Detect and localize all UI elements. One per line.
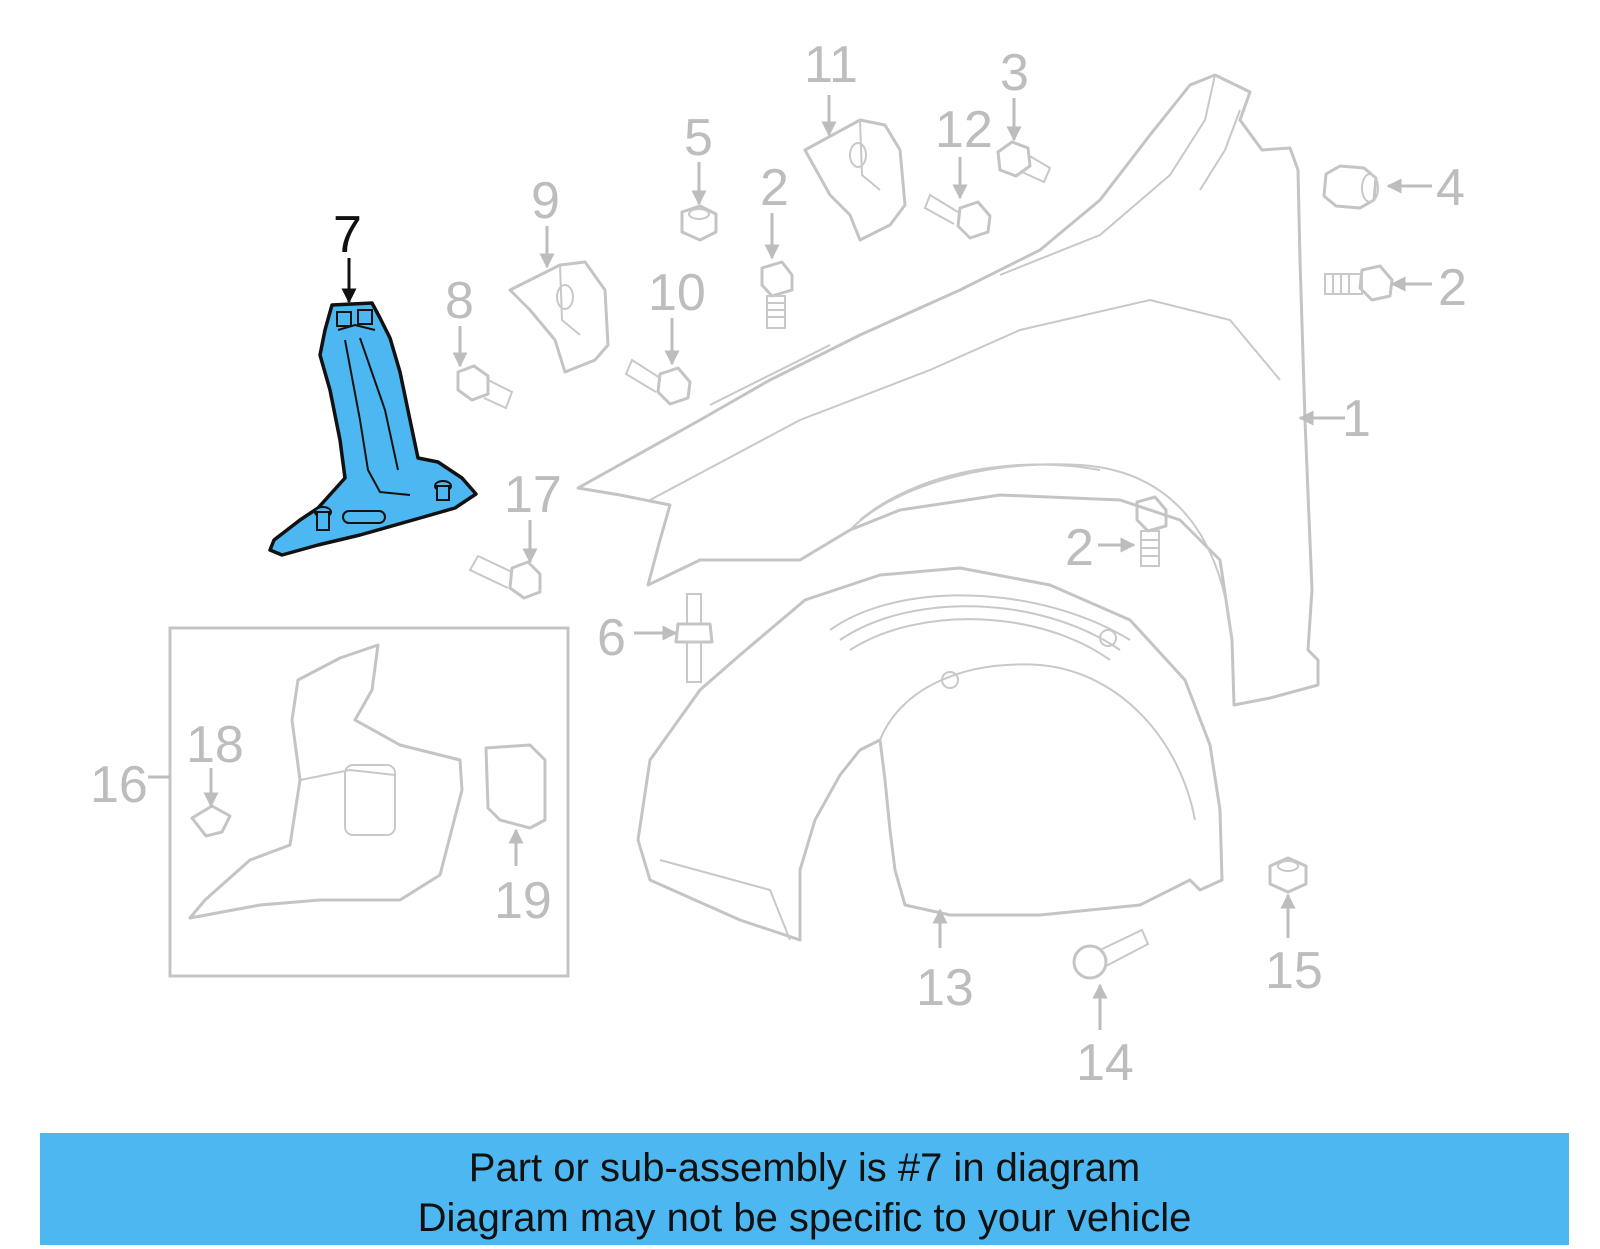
fender-part[interactable] <box>576 73 1320 707</box>
banner-line-1: Part or sub-assembly is #7 in diagram <box>468 1146 1141 1190</box>
callout-13: 13 <box>916 959 974 1017</box>
banner-line-2: Diagram may not be specific to your vehi… <box>417 1196 1192 1240</box>
callout-15: 15 <box>1265 942 1323 1000</box>
callout-17: 17 <box>504 466 562 524</box>
callout-labels: 1 2 2 2 3 4 5 6 7 8 9 10 11 12 13 14 15 … <box>90 36 1467 1092</box>
callout-6: 6 <box>597 609 626 667</box>
nut-part-15[interactable] <box>1268 856 1308 894</box>
callout-14: 14 <box>1076 1034 1134 1092</box>
callout-18: 18 <box>186 716 244 774</box>
callout-5: 5 <box>684 109 713 167</box>
callout-3: 3 <box>1000 44 1029 102</box>
callout-2-top: 2 <box>760 159 789 217</box>
sub-assembly-box-16[interactable] <box>168 626 570 978</box>
callout-4: 4 <box>1436 159 1465 217</box>
callout-2-lower: 2 <box>1065 519 1094 577</box>
callout-8: 8 <box>445 272 474 330</box>
callout-9: 9 <box>531 172 560 230</box>
info-banner: Part or sub-assembly is #7 in diagram Di… <box>40 1133 1569 1245</box>
bolt-part-2-right[interactable] <box>1324 264 1394 302</box>
bracket-part-9[interactable] <box>508 260 610 374</box>
callout-7[interactable]: 7 <box>333 206 362 264</box>
callout-10: 10 <box>648 264 706 322</box>
bolt-part-10[interactable] <box>624 358 692 406</box>
bolt-part-2-lower[interactable] <box>1135 495 1168 567</box>
bolt-part-12[interactable] <box>923 193 992 240</box>
callout-11: 11 <box>804 36 858 94</box>
leader-lines <box>148 95 1432 1030</box>
bolt-part-3[interactable] <box>996 140 1052 184</box>
callout-12: 12 <box>935 101 993 159</box>
stud-part-6[interactable] <box>674 593 714 683</box>
bolt-part-17[interactable] <box>468 554 542 600</box>
callout-16: 16 <box>90 756 148 814</box>
wheelhouse-liner-part-13[interactable] <box>636 566 1224 942</box>
bolt-part-2-top[interactable] <box>760 260 794 329</box>
callout-2-right: 2 <box>1438 259 1467 317</box>
upper-bracket-part-11[interactable] <box>803 118 907 242</box>
bolt-part-14[interactable] <box>1072 928 1150 980</box>
nut-part-5[interactable] <box>680 204 718 242</box>
nut-part-4[interactable] <box>1322 164 1379 210</box>
callout-1: 1 <box>1342 390 1371 448</box>
bolt-part-8[interactable] <box>456 364 514 410</box>
highlighted-part-7[interactable] <box>268 301 478 557</box>
callout-19: 19 <box>494 872 552 930</box>
